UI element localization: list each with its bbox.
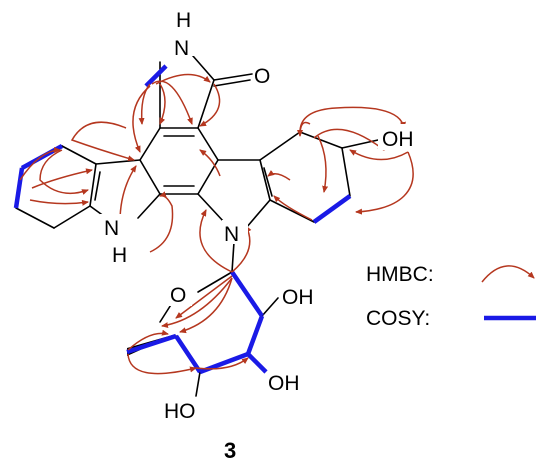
indole-n: N xyxy=(224,223,239,246)
compound-number: 3 xyxy=(224,438,236,463)
legend: HMBC: COSY: xyxy=(366,263,536,330)
legend-cosy-label: COSY: xyxy=(366,307,430,330)
lactam-nh-h: H xyxy=(176,9,191,32)
sugar-hydroxyl-2: OH xyxy=(268,372,300,395)
atom-labels: H N O OH N H N O OH OH HO xyxy=(100,9,422,423)
cosy-bonds xyxy=(13,64,352,375)
sugar-ring-oxygen: O xyxy=(170,284,186,307)
lactam-nh-n: N xyxy=(174,37,189,60)
indole-nh-n: N xyxy=(104,217,119,240)
molecule-skeleton xyxy=(15,47,379,397)
indole-nh-h: H xyxy=(112,244,127,267)
hmbc-arrows xyxy=(19,73,414,375)
phenol-hydroxyl: OH xyxy=(382,128,414,151)
sugar-hydroxyl-3: HO xyxy=(164,400,196,423)
carbonyl-oxygen: O xyxy=(254,65,270,88)
legend-hmbc-arrow xyxy=(481,265,535,283)
sugar-hydroxyl-1: OH xyxy=(282,286,314,309)
legend-hmbc-label: HMBC: xyxy=(366,263,434,286)
